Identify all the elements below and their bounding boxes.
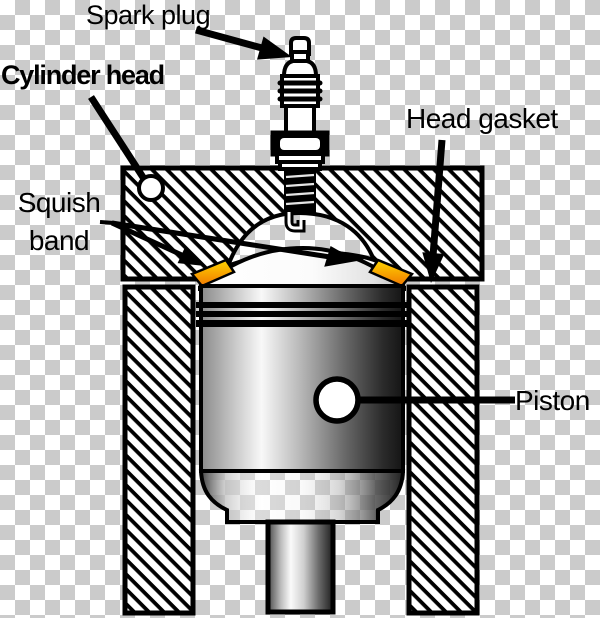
- spark-plug-electrode: [284, 212, 306, 233]
- spark-plug-threads: [284, 168, 316, 213]
- head-gasket-label: Head gasket: [406, 103, 558, 134]
- cylinder-head-label: Cylinder head: [1, 60, 165, 90]
- spark-plug-illustration: [270, 36, 330, 233]
- connecting-rod: [265, 519, 336, 615]
- piston-point-marker: [313, 376, 361, 424]
- cylinder-head-leader: [88, 95, 165, 202]
- annotation-arrows: [88, 26, 515, 424]
- spark-plug-arrow: [195, 26, 292, 60]
- cylinder-wall-right: [406, 284, 480, 616]
- piston-leader: [313, 376, 515, 424]
- piston-skirt: [198, 469, 406, 524]
- squish-band-label: Squish band: [17, 187, 101, 256]
- head-gasket-arrow: [422, 139, 446, 283]
- squish-band-left: [189, 258, 236, 288]
- squish-band-right: [368, 258, 415, 288]
- cylinder-head-point-marker: [137, 174, 165, 202]
- spark-plug-label: Spark plug: [86, 0, 211, 30]
- cylinder-wall-left: [122, 284, 196, 616]
- squish-band-arrows: [99, 220, 357, 267]
- piston-label: Piston: [515, 385, 590, 416]
- piston-rings: [196, 302, 408, 327]
